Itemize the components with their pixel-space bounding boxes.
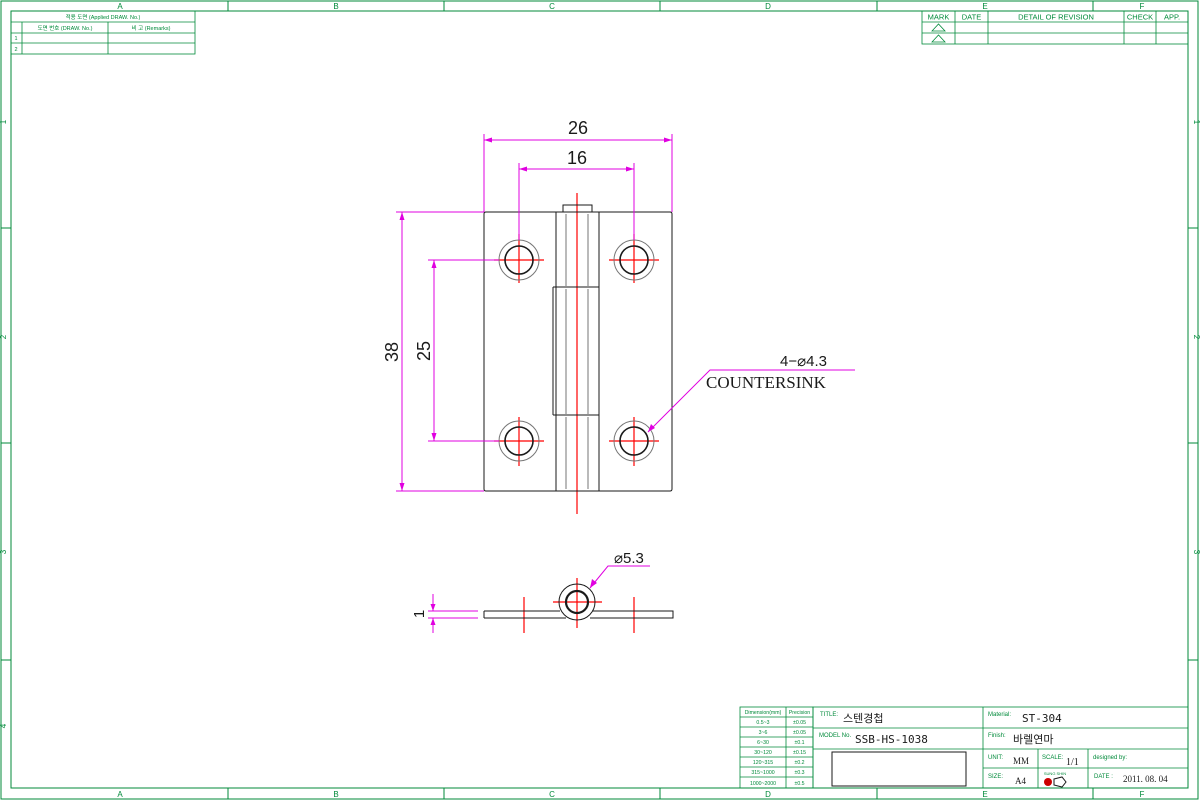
side-leaf-right bbox=[590, 610, 674, 619]
title-value: 스텐경첩 bbox=[843, 712, 883, 725]
tolerance-row-2-range: 3~6 bbox=[759, 730, 768, 736]
dimension-height-total: 38 bbox=[382, 342, 402, 362]
zone-label-bottom-e: E bbox=[982, 790, 987, 799]
tolerance-row-5-range: 120~315 bbox=[753, 760, 773, 766]
applied-drawing-row-1: 1 bbox=[14, 36, 17, 42]
applied-drawing-col-draw-no: 도면 번호 (DRAW. No.) bbox=[38, 24, 93, 32]
revision-triangle-icon bbox=[931, 23, 946, 32]
zone-label-top-b: B bbox=[333, 2, 338, 11]
title-block-blank-box bbox=[831, 751, 967, 787]
title-block: TITLE: MODEL No. Material: Finish: UNIT:… bbox=[812, 706, 1189, 789]
dimension-thickness: 1 bbox=[411, 610, 428, 618]
zone-label-bottom-a: A bbox=[117, 790, 123, 799]
dimension-pin-diameter: ⌀5.3 bbox=[614, 550, 644, 567]
zone-label-top-c: C bbox=[549, 2, 555, 11]
date-value: 2011. 08. 04 bbox=[1123, 774, 1168, 784]
tolerance-row-1-range: 0.5~3 bbox=[756, 720, 769, 726]
revision-col-detail: DETAIL OF REVISION bbox=[1018, 13, 1094, 22]
tolerance-row-7-range: 1000~2000 bbox=[750, 781, 776, 787]
zone-label-right-1: 1 bbox=[1192, 120, 1200, 125]
size-label: SIZE: bbox=[988, 774, 1003, 780]
tolerance-row-4-range: 30~120 bbox=[754, 750, 772, 756]
model-label: MODEL No. bbox=[819, 733, 851, 739]
finish-value: 바렐연마 bbox=[1013, 733, 1053, 746]
tolerance-row-7-value: ±0.5 bbox=[794, 781, 804, 787]
unit-value: MM bbox=[1013, 756, 1029, 766]
model-value: SSB-HS-1038 bbox=[855, 733, 928, 746]
hole-callout-count: 4−⌀4.3 bbox=[780, 353, 827, 370]
hole-callout-type: COUNTERSINK bbox=[706, 373, 827, 392]
tolerance-row-4-value: ±0.15 bbox=[793, 750, 806, 756]
side-leaf-left bbox=[483, 610, 566, 619]
zone-label-bottom-b: B bbox=[333, 790, 338, 799]
revision-col-mark: MARK bbox=[928, 13, 950, 22]
revision-col-app: APP. bbox=[1164, 13, 1180, 22]
revision-col-date: DATE bbox=[962, 13, 981, 22]
zone-label-left-3: 3 bbox=[0, 549, 8, 554]
material-value: ST-304 bbox=[1022, 712, 1062, 725]
size-value: A4 bbox=[1015, 776, 1026, 786]
zone-label-bottom-d: D bbox=[765, 790, 771, 799]
revision-col-check: CHECK bbox=[1127, 13, 1153, 22]
material-label: Material: bbox=[988, 712, 1011, 718]
dimension-hole-spacing-y: 25 bbox=[414, 341, 434, 361]
zone-label-bottom-f: F bbox=[1140, 790, 1145, 799]
applied-drawing-row-2: 2 bbox=[14, 47, 17, 53]
tolerance-row-3-range: 6~30 bbox=[757, 740, 769, 746]
applied-drawing-header: 적용 도면 (Applied DRAW. No.) bbox=[66, 13, 141, 21]
tolerance-row-6-range: 315~1000 bbox=[751, 770, 774, 776]
tolerance-col-precision: Precision bbox=[789, 710, 810, 716]
applied-drawing-col-remarks: 비 고 (Remarks) bbox=[132, 24, 171, 32]
zone-label-top-e: E bbox=[982, 2, 987, 11]
title-label: TITLE: bbox=[820, 712, 838, 718]
revision-table: MARK DATE DETAIL OF REVISION CHECK APP. bbox=[921, 10, 1189, 45]
hinge-side-view: ⌀5.3 1 bbox=[411, 550, 674, 633]
company-logo: SUNG SHIN bbox=[1044, 771, 1067, 788]
unit-label: UNIT: bbox=[988, 755, 1003, 761]
zone-label-left-1: 1 bbox=[0, 119, 8, 124]
zone-label-left-4: 4 bbox=[0, 723, 8, 728]
tolerance-row-1-value: ±0.05 bbox=[793, 720, 806, 726]
hinge-front-view: 26 16 38 25 4−⌀4.3 COUNTERSINK bbox=[382, 118, 855, 514]
zone-label-right-2: 2 bbox=[1192, 335, 1200, 340]
zone-label-top-f: F bbox=[1140, 2, 1145, 11]
applied-drawing-table: 적용 도면 (Applied DRAW. No.) 도면 번호 (DRAW. N… bbox=[10, 10, 196, 55]
zone-label-right-3: 3 bbox=[1192, 550, 1200, 555]
designed-by-label: designed by: bbox=[1093, 755, 1127, 761]
tolerance-row-3-value: ±0.1 bbox=[794, 740, 804, 746]
zone-label-top-a: A bbox=[117, 2, 123, 11]
revision-triangle-icon bbox=[931, 34, 946, 43]
date-label: DATE : bbox=[1094, 774, 1113, 780]
scale-value: 1/1 bbox=[1066, 757, 1079, 768]
finish-label: Finish: bbox=[988, 733, 1006, 739]
tolerance-row-5-value: ±0.2 bbox=[794, 760, 804, 766]
dimension-width-total: 26 bbox=[568, 118, 588, 138]
tolerance-col-dimension: Dimension(mm) bbox=[745, 710, 782, 716]
hinge-outline bbox=[483, 211, 673, 492]
tolerance-row-2-value: ±0.05 bbox=[793, 730, 806, 736]
dimension-hole-spacing-x: 16 bbox=[567, 148, 587, 168]
scale-label: SCALE: bbox=[1042, 755, 1064, 761]
tolerance-row-6-value: ±0.3 bbox=[794, 770, 804, 776]
zone-label-left-2: 2 bbox=[0, 334, 8, 339]
zone-label-top-d: D bbox=[765, 2, 771, 11]
logo-caption: SUNG SHIN bbox=[1044, 771, 1066, 776]
zone-label-bottom-c: C bbox=[549, 790, 555, 799]
tolerance-table: Dimension(mm) Precision 0.5~3 ±0.05 3~6 … bbox=[739, 706, 814, 789]
